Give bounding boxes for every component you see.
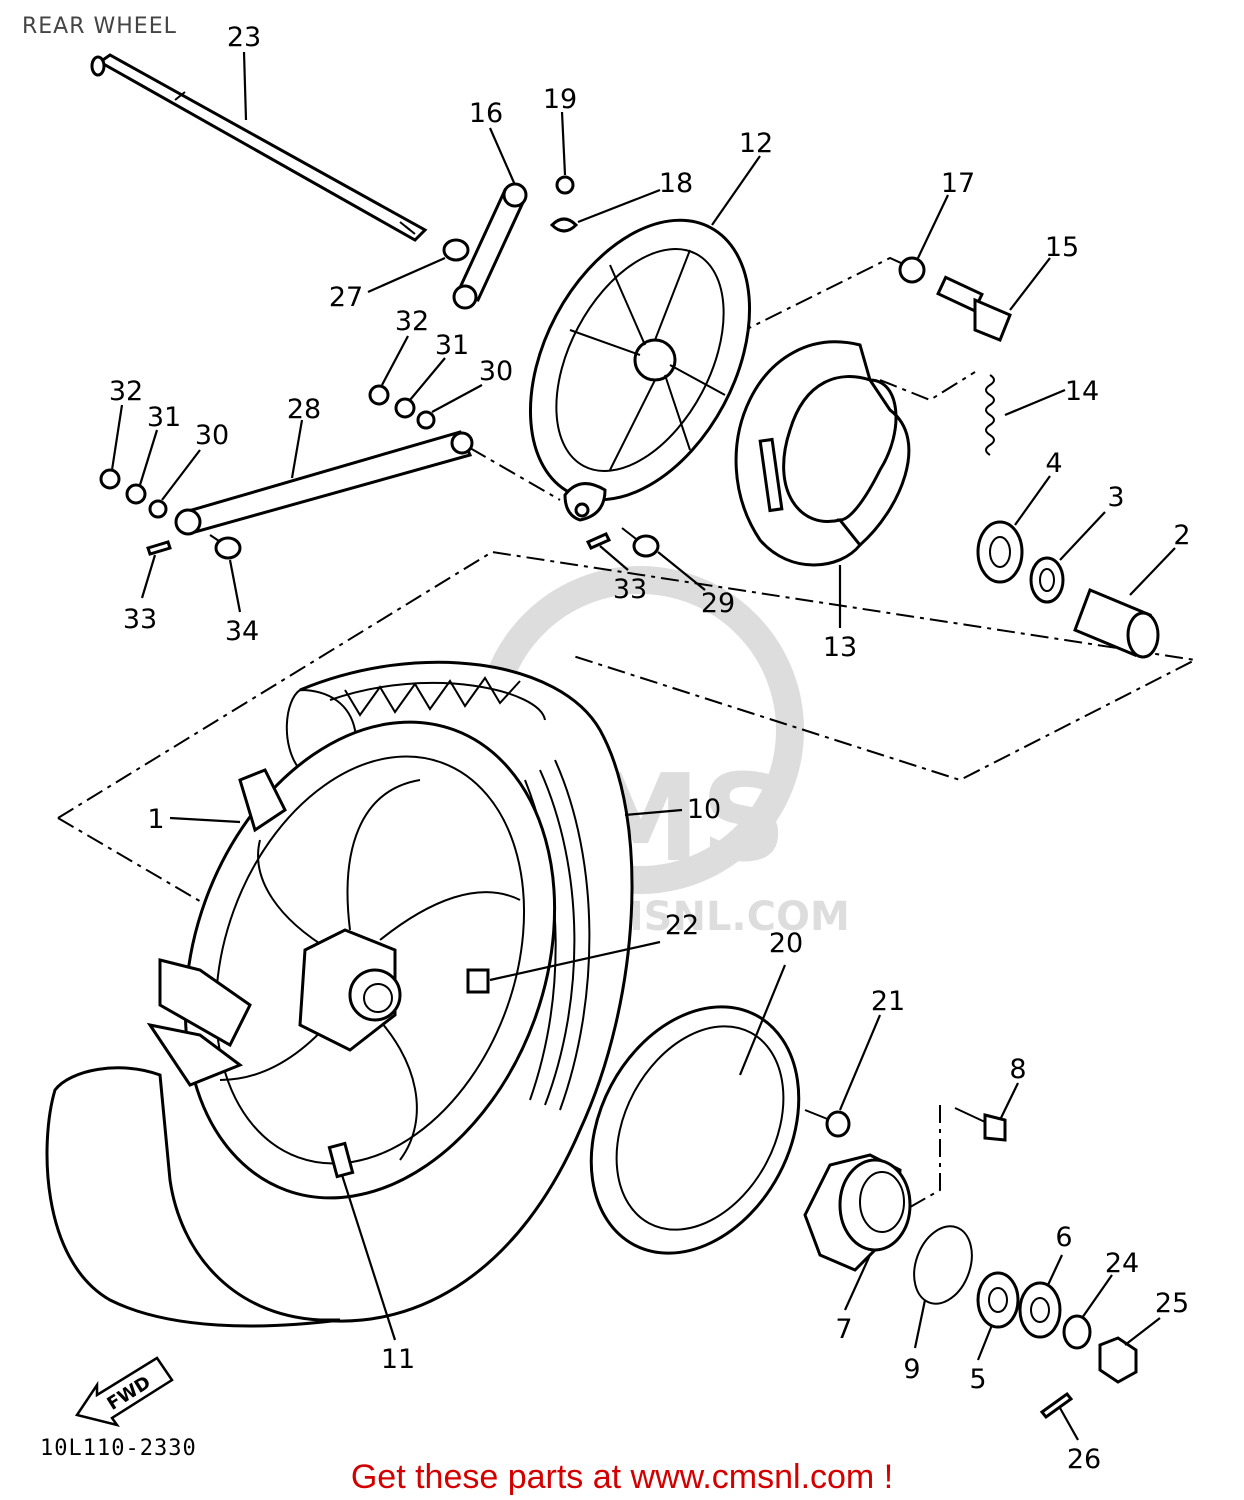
callout-24: 24 <box>1105 1248 1139 1279</box>
lock-washer-31-upper <box>394 397 416 419</box>
spring-line <box>879 371 976 402</box>
callout-27: 27 <box>329 282 363 313</box>
leader-lines <box>110 51 1176 1441</box>
callout-15: 15 <box>1045 232 1079 263</box>
washer-17 <box>898 256 926 284</box>
indicator-18 <box>549 217 579 233</box>
valve-11 <box>327 1141 355 1179</box>
oil-seal-3 <box>1029 556 1065 604</box>
callout-13: 13 <box>823 632 857 663</box>
washer-30-lower <box>148 499 168 519</box>
callout-32-upper: 32 <box>395 306 429 337</box>
rear-axle <box>90 53 428 242</box>
callout-16: 16 <box>469 98 503 129</box>
callout-23: 23 <box>227 22 261 53</box>
callout-2: 2 <box>1173 520 1190 551</box>
callout-33-left: 33 <box>123 604 157 635</box>
cotter-pin-33-left <box>146 540 172 556</box>
bearing-6 <box>1018 1281 1062 1339</box>
lock-washer-31-lower <box>125 483 147 505</box>
cotter-pin-33-right <box>585 532 612 550</box>
callout-19: 19 <box>543 84 577 115</box>
callout-1: 1 <box>147 804 164 835</box>
brake-cam-15 <box>936 275 1012 342</box>
brake-spring-14 <box>985 374 995 456</box>
bolt-29 <box>621 527 660 558</box>
callout-32-lower: 32 <box>109 376 143 407</box>
brake-shoe-plate <box>528 218 752 522</box>
collar-2 <box>1073 588 1160 659</box>
nut-32-lower <box>99 468 121 490</box>
callout-25: 25 <box>1155 1288 1189 1319</box>
balance-weight-22 <box>466 968 490 994</box>
callout-6: 6 <box>1055 1222 1072 1253</box>
callout-22: 22 <box>665 910 699 941</box>
callout-10: 10 <box>687 794 721 825</box>
callout-11: 11 <box>381 1344 415 1375</box>
hub-bolt-line <box>904 1105 941 1211</box>
fwd-arrow-icon: FWD <box>74 1356 174 1428</box>
callout-34: 34 <box>225 616 259 647</box>
callout-4: 4 <box>1045 448 1062 479</box>
callout-9: 9 <box>903 1354 920 1385</box>
washer-30-upper <box>416 410 436 430</box>
bolt-8 <box>954 1107 1007 1142</box>
washer-27 <box>442 238 470 262</box>
callout-33-right: 33 <box>613 574 647 605</box>
tube-20 <box>589 1005 801 1255</box>
clutch-hub-7 <box>803 1153 912 1272</box>
callout-5: 5 <box>969 1364 986 1395</box>
brake-rod-line <box>469 447 561 501</box>
axle-nut-25 <box>1098 1336 1138 1384</box>
callout-31-upper: 31 <box>435 330 469 361</box>
diagram-code: 10L110-2330 <box>40 1436 197 1461</box>
callout-17: 17 <box>941 168 975 199</box>
tension-bar-28 <box>174 430 474 536</box>
callout-29: 29 <box>701 588 735 619</box>
cast-wheel-1 <box>146 720 557 1200</box>
assembly-outline-lower <box>57 817 216 911</box>
callout-31-lower: 31 <box>147 402 181 433</box>
callout-28: 28 <box>287 394 321 425</box>
callout-12: 12 <box>739 128 773 159</box>
callout-8: 8 <box>1009 1054 1026 1085</box>
callout-14: 14 <box>1065 376 1099 407</box>
callout-30-lower: 30 <box>195 420 229 451</box>
callout-3: 3 <box>1107 482 1124 513</box>
nut-19 <box>555 175 575 195</box>
callout-7: 7 <box>835 1314 852 1345</box>
bearing-4 <box>976 520 1024 584</box>
brake-cam-lever <box>452 182 528 310</box>
bolt-34 <box>209 534 242 560</box>
washer-24 <box>1062 1314 1092 1350</box>
nut-32-upper <box>368 384 390 406</box>
callout-18: 18 <box>659 168 693 199</box>
o-ring-9 <box>913 1225 973 1305</box>
cotter-pin-26 <box>1039 1391 1074 1420</box>
callout-26: 26 <box>1067 1444 1101 1475</box>
callout-21: 21 <box>871 986 905 1017</box>
footer-link-text[interactable]: Get these parts at www.cmsnl.com ! <box>350 1458 894 1496</box>
bolt-21 <box>804 1109 851 1138</box>
diagram-title: REAR WHEEL <box>22 14 177 39</box>
brake-shoe-kit <box>734 340 911 567</box>
bearing-5 <box>976 1271 1020 1329</box>
callout-20: 20 <box>769 928 803 959</box>
callout-30-upper: 30 <box>479 356 513 387</box>
cam-line <box>734 256 913 336</box>
